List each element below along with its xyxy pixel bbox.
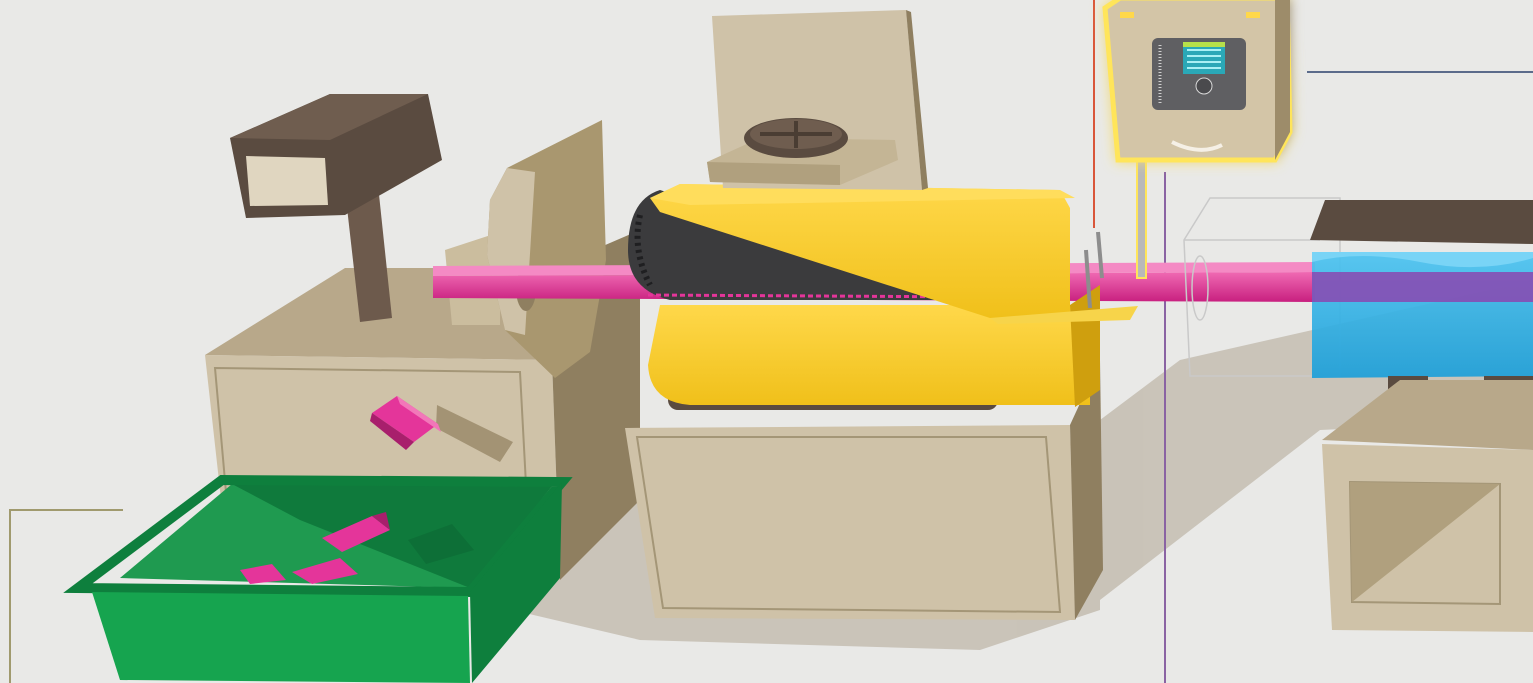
tower-shelf-front xyxy=(707,162,840,185)
collection-bin xyxy=(78,480,562,683)
belt-puller xyxy=(625,10,1138,620)
saw-head-window xyxy=(246,156,328,206)
tank-water xyxy=(1312,252,1533,378)
keypad-icon xyxy=(1196,78,1212,94)
tank-lid xyxy=(1310,200,1533,244)
cabinet-side xyxy=(1275,0,1290,160)
puller-base-front xyxy=(625,425,1075,620)
lower-jaw-side xyxy=(1070,285,1100,407)
profile-in-water xyxy=(1312,272,1533,302)
bin-front xyxy=(92,592,470,683)
hinge-icon xyxy=(1120,12,1134,18)
measurement-control-cabinet xyxy=(1105,0,1290,278)
cabinet-mount-post xyxy=(1137,160,1146,278)
hinge-icon xyxy=(1246,12,1260,18)
